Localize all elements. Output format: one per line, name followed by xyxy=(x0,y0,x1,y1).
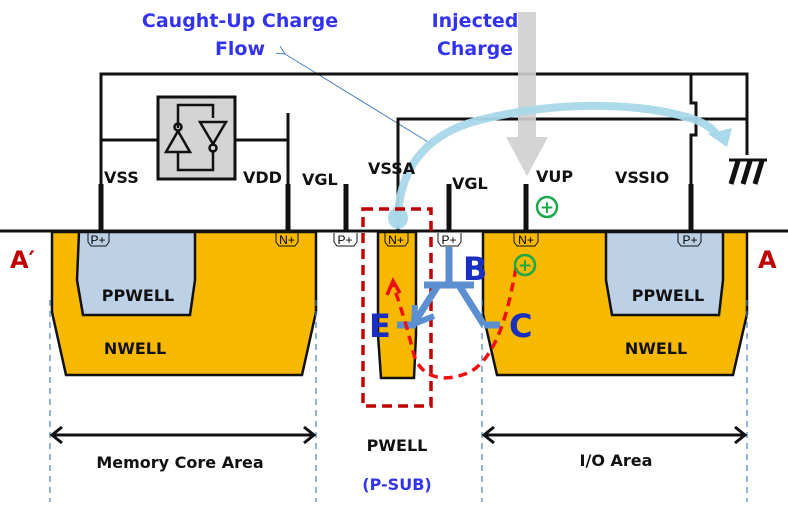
memory-core-area-label: Memory Core Area xyxy=(96,453,263,472)
parasitic-bjt-symbol xyxy=(397,247,500,329)
area-guide-lines xyxy=(49,300,748,502)
ground-icon xyxy=(728,158,767,185)
bjt-collector-label: C xyxy=(509,307,532,345)
caught-up-charge-title: Caught-Up Charge xyxy=(142,10,338,32)
terminal-stubs xyxy=(98,184,694,231)
positive-charge-icon-vup: + xyxy=(535,195,559,219)
injected-charge-arrow xyxy=(506,12,548,176)
vup-label: VUP xyxy=(536,167,573,186)
diffusion-p-plus-vgl-left: P+ xyxy=(333,233,358,247)
svg-text:+: + xyxy=(518,256,532,276)
cross-coupled-inverter-latch-icon xyxy=(156,95,237,181)
caught-up-leader-arrow xyxy=(285,54,434,146)
current-path-arrowhead xyxy=(385,277,402,296)
nwell-left-label: NWELL xyxy=(104,339,166,358)
svg-text:+: + xyxy=(540,198,554,218)
memory-core-area-dimension xyxy=(49,425,317,445)
io-area-dimension xyxy=(481,425,748,445)
diffusion-p-plus-vgl-right: P+ xyxy=(437,233,462,247)
nwell-right-label: NWELL xyxy=(625,339,687,358)
nwell-center xyxy=(376,230,418,380)
pwell-label: PWELL xyxy=(367,436,428,455)
svg-text:P+: P+ xyxy=(90,233,105,247)
svg-text:N+: N+ xyxy=(279,233,295,247)
diffusion-n-plus-vdd: N+ xyxy=(275,233,299,247)
ppwell-left-label: PPWELL xyxy=(102,286,174,305)
bjt-emitter-label: E xyxy=(369,307,391,345)
diffusion-p-plus-vss: P+ xyxy=(87,233,110,247)
ppwell-right-label: PPWELL xyxy=(632,286,704,305)
svg-text:N+: N+ xyxy=(388,233,404,247)
caught-up-flow-title: Flow xyxy=(215,38,265,60)
vssio-label: VSSIO xyxy=(615,168,669,187)
diffusion-n-plus-vup: N+ xyxy=(513,233,539,247)
injected-charge-title: Charge xyxy=(437,38,513,60)
diffusion-n-plus-vssa: N+ xyxy=(384,233,409,247)
bjt-base-label: B xyxy=(463,250,487,288)
pwell-highlight-box xyxy=(361,207,433,408)
svg-text:N+: N+ xyxy=(518,233,534,247)
vgl-left-label: VGL xyxy=(302,170,338,189)
vssa-label: VSSA xyxy=(368,159,416,178)
svg-text:P+: P+ xyxy=(441,233,456,247)
svg-text:P+: P+ xyxy=(682,233,697,247)
psub-label: (P-SUB) xyxy=(362,475,431,494)
section-marker-a: A xyxy=(758,246,777,274)
positive-charge-icon-nwell: + xyxy=(513,253,537,277)
vdd-label: VDD xyxy=(243,168,282,187)
diffusion-p-plus-vssio: P+ xyxy=(677,233,702,247)
caught-up-charge-flow-arrow xyxy=(388,101,732,229)
svg-text:P+: P+ xyxy=(337,233,352,247)
section-marker-a-prime: A′ xyxy=(10,246,35,274)
io-area-label: I/O Area xyxy=(580,451,653,470)
injected-title: Injected xyxy=(432,10,519,32)
latchup-current-path xyxy=(391,267,518,380)
vgl-right-label: VGL xyxy=(452,174,488,193)
vss-label: VSS xyxy=(104,168,139,187)
